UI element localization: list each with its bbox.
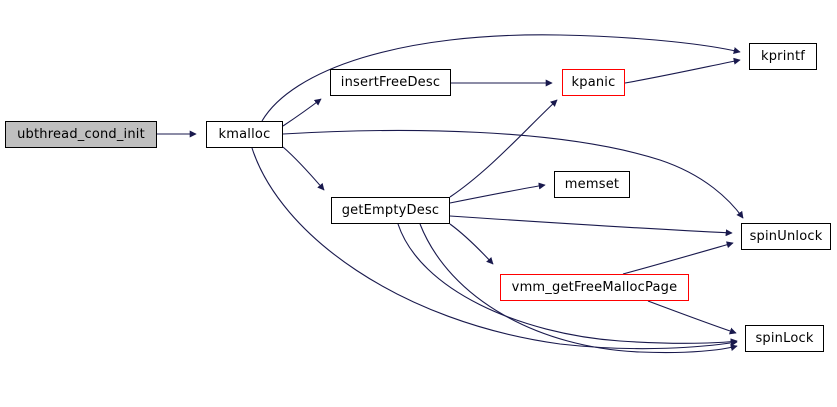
edge-kmalloc-to-insertFreeDesc bbox=[282, 98, 322, 127]
edge-kpanic-to-kprintf bbox=[624, 57, 741, 84]
node-vmm_getFreeMallocPage[interactable]: vmm_getFreeMallocPage bbox=[500, 274, 689, 301]
node-ubthread_cond_init[interactable]: ubthread_cond_init bbox=[5, 121, 157, 148]
edge-getEmptyDesc-to-spinLock bbox=[419, 223, 738, 354]
edge-kmalloc-to-kprintf bbox=[261, 34, 741, 122]
edge-getEmptyDesc-to-kpanic bbox=[449, 99, 558, 198]
node-spinUnlock[interactable]: spinUnlock bbox=[741, 223, 831, 250]
edge-kmalloc-to-spinUnlock bbox=[282, 129, 744, 219]
node-getEmptyDesc[interactable]: getEmptyDesc bbox=[331, 197, 450, 224]
node-label-kprintf: kprintf bbox=[760, 49, 806, 64]
edge-getEmptyDesc-to-spinUnlock bbox=[449, 215, 733, 237]
edge-kmalloc-to-getEmptyDesc bbox=[282, 146, 325, 191]
node-label-getEmptyDesc: getEmptyDesc bbox=[341, 203, 440, 218]
edge-vmm_getFreeMallocPage-to-spinLock bbox=[647, 300, 737, 335]
edge-vmm_getFreeMallocPage-to-spinUnlock bbox=[622, 241, 734, 275]
node-label-kmalloc: kmalloc bbox=[218, 127, 271, 142]
node-label-vmm_getFreeMallocPage: vmm_getFreeMallocPage bbox=[511, 280, 678, 295]
node-label-ubthread_cond_init: ubthread_cond_init bbox=[17, 127, 145, 142]
node-spinLock[interactable]: spinLock bbox=[745, 325, 824, 352]
node-label-memset: memset bbox=[564, 177, 620, 192]
node-label-spinUnlock: spinUnlock bbox=[749, 229, 823, 244]
node-kpanic[interactable]: kpanic bbox=[562, 69, 625, 96]
edge-getEmptyDesc-to-spinLock bbox=[397, 223, 738, 346]
node-label-kpanic: kpanic bbox=[571, 75, 616, 90]
node-memset[interactable]: memset bbox=[554, 171, 630, 198]
edge-kmalloc-to-spinLock bbox=[251, 147, 738, 350]
edge-getEmptyDesc-to-vmm_getFreeMallocPage bbox=[449, 223, 494, 265]
edge-getEmptyDesc-to-memset bbox=[449, 182, 546, 204]
node-label-insertFreeDesc: insertFreeDesc bbox=[340, 75, 441, 90]
node-insertFreeDesc[interactable]: insertFreeDesc bbox=[330, 69, 451, 96]
node-kmalloc[interactable]: kmalloc bbox=[206, 121, 283, 148]
node-kprintf[interactable]: kprintf bbox=[749, 43, 817, 70]
node-label-spinLock: spinLock bbox=[755, 331, 814, 346]
